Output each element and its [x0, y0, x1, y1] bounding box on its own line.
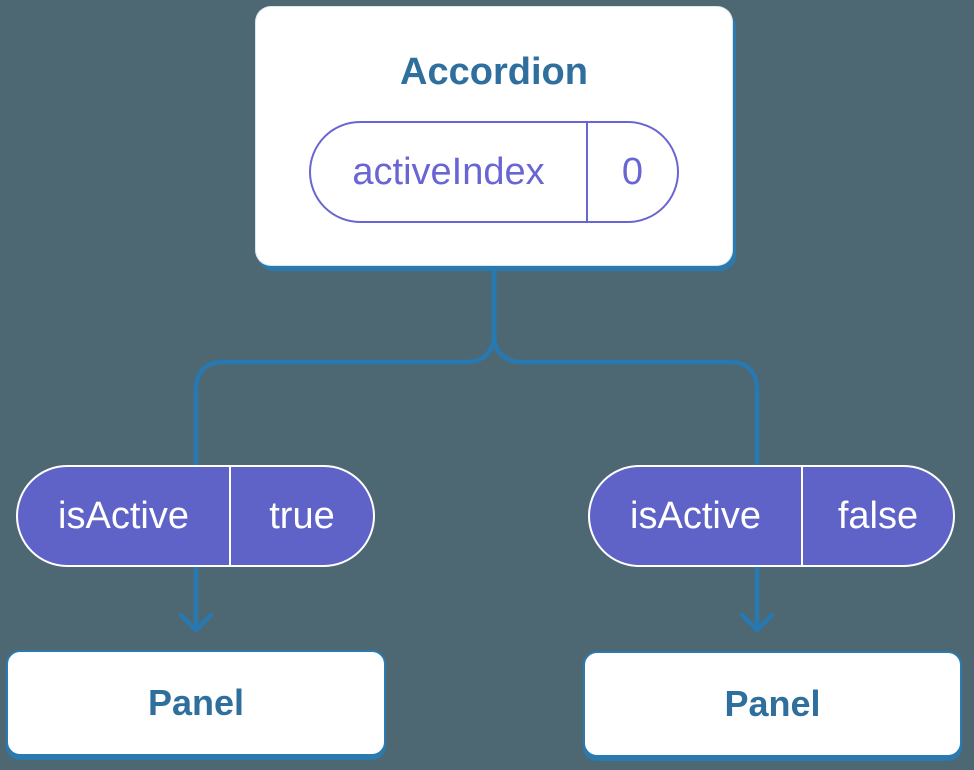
pill-divider: [801, 467, 803, 565]
prop-pill-left: isActive true: [16, 465, 375, 567]
pill-divider: [586, 123, 588, 221]
panel-node-card-left: Panel: [6, 650, 386, 756]
panel-node-card-right: Panel: [583, 651, 962, 757]
arrow-down-icon: [739, 612, 775, 633]
state-pill-value: 0: [621, 151, 644, 193]
accordion-node-card: Accordion activeIndex 0: [255, 6, 733, 266]
connector-left-branch: [193, 261, 497, 629]
state-pill: activeIndex 0: [309, 121, 679, 223]
pill-divider: [229, 467, 231, 565]
prop-pill-label: isActive: [630, 495, 761, 537]
prop-pill-right: isActive false: [588, 465, 955, 567]
prop-pill-label: isActive: [58, 495, 189, 537]
component-title: Panel: [147, 682, 245, 723]
prop-pill-value: false: [837, 495, 919, 537]
component-title: Panel: [724, 683, 821, 724]
connector-right-branch: [491, 261, 760, 629]
state-pill-label: activeIndex: [352, 151, 545, 193]
arrow-down-icon: [178, 612, 214, 633]
component-title: Accordion: [400, 51, 588, 93]
prop-pill-value: true: [269, 495, 335, 537]
